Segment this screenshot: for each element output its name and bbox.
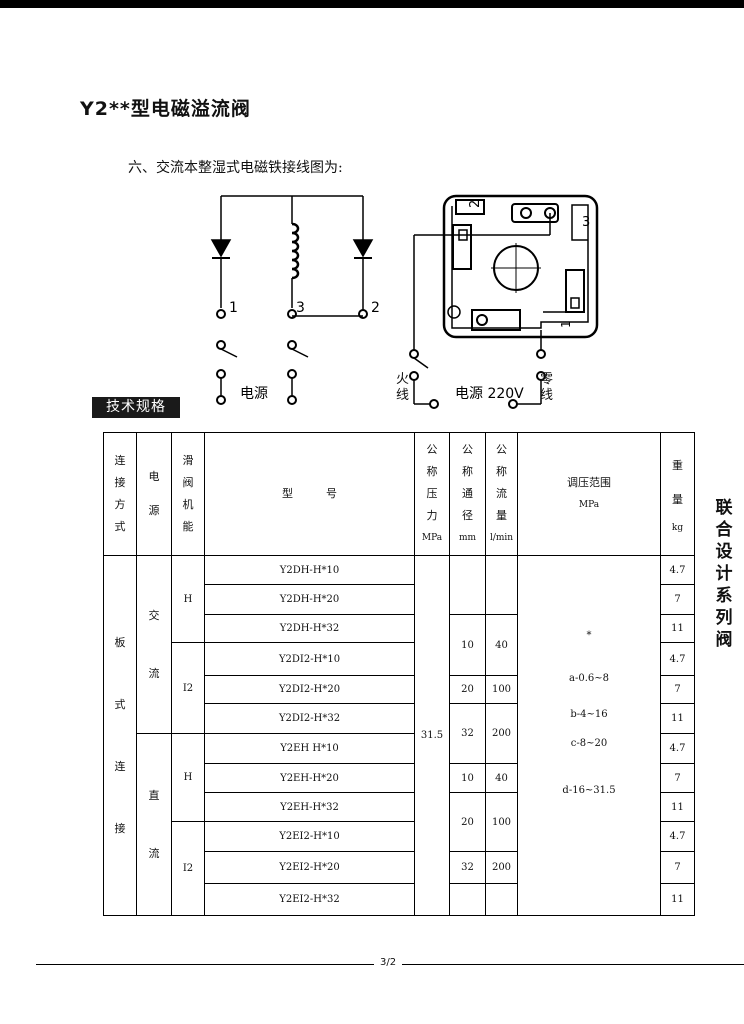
cell-func-h-2: H — [171, 733, 205, 822]
cell-connection: 板式连接 — [103, 555, 137, 916]
footer-line-left — [36, 964, 374, 965]
page-number: 3/2 — [380, 957, 397, 968]
cell-func-i2-1: I2 — [171, 642, 205, 734]
coil-icon — [291, 222, 300, 280]
cell-diameter-empty — [449, 555, 486, 615]
left-circuit — [210, 195, 374, 405]
cell-flow-empty — [485, 555, 518, 615]
cell-diameter-5: 20 — [449, 792, 486, 852]
diode-left-icon — [210, 239, 232, 258]
cell-weight-12: 11 — [660, 883, 695, 916]
cell-diameter-4: 10 — [449, 763, 486, 793]
live-wire-text: 火线 — [396, 372, 410, 403]
section-subtitle: 六、交流本整湿式电磁铁接线图为: — [128, 160, 343, 176]
cell-flow-4: 40 — [485, 763, 518, 793]
range-c: c-8~20 — [570, 738, 608, 749]
terminal-2-icon — [358, 309, 368, 319]
cell-weight-3: 11 — [660, 614, 695, 643]
top-border — [0, 0, 744, 8]
live-wire-label: 火线 — [396, 372, 410, 404]
neutral-wire-text: 零线 — [540, 372, 554, 403]
cell-weight-8: 7 — [660, 763, 695, 793]
switch-left-icon — [220, 348, 238, 358]
switch-right-icon — [291, 348, 309, 358]
cell-power-dc: 直流 — [136, 733, 172, 916]
cell-weight-6: 11 — [660, 703, 695, 734]
terminal-3-icon — [287, 309, 297, 319]
range-a: a-0.6~8 — [569, 673, 609, 684]
power-label: 电源 — [240, 386, 268, 402]
cell-diameter-1: 10 — [449, 614, 486, 676]
cell-flow-empty-2 — [485, 883, 518, 916]
header-model: 型 号 — [204, 432, 415, 556]
block-num-1: 1 — [559, 320, 573, 328]
cell-model-3: Y2DH-H*32 — [204, 614, 415, 643]
terminal-1-label: 1 — [229, 300, 238, 316]
range-b: b-4~16 — [570, 709, 608, 720]
cell-model-12: Y2EI2-H*32 — [204, 883, 415, 916]
page-title: Y2**型电磁溢流阀 — [80, 98, 251, 120]
cell-pressure: 31.5 — [414, 555, 450, 916]
cell-model-9: Y2EH-H*32 — [204, 792, 415, 822]
cell-weight-11: 7 — [660, 851, 695, 884]
cell-weight-7: 4.7 — [660, 733, 695, 764]
terminal-1-icon — [216, 309, 226, 319]
cell-model-7: Y2EH H*10 — [204, 733, 415, 764]
range-star: * — [586, 630, 592, 641]
voltage-label: 电源 220V — [455, 386, 524, 402]
terminal-live-icon — [409, 349, 419, 359]
cell-weight-10: 4.7 — [660, 821, 695, 852]
footer-line-right — [402, 964, 744, 965]
cell-diameter-3: 32 — [449, 703, 486, 764]
cell-model-11: Y2EI2-H*20 — [204, 851, 415, 884]
terminal-neutral-icon — [536, 349, 546, 359]
side-caption: 联合设计系列阀 — [715, 498, 733, 650]
terminal-3-label: 3 — [296, 300, 305, 316]
cell-model-2: Y2DH-H*20 — [204, 584, 415, 615]
block-num-2: 2 — [468, 200, 483, 208]
cell-model-5: Y2DI2-H*20 — [204, 675, 415, 704]
diode-right-icon — [352, 239, 374, 258]
cell-flow-2: 100 — [485, 675, 518, 704]
wiring-diagram: 1 3 2 电源 2 3 1 电源 220V — [210, 194, 599, 409]
cell-flow-6: 200 — [485, 851, 518, 884]
terminal-2-label: 2 — [371, 300, 380, 316]
range-d: d-16~31.5 — [562, 785, 616, 796]
cell-model-8: Y2EH-H*20 — [204, 763, 415, 793]
cell-diameter-6: 32 — [449, 851, 486, 884]
cell-weight-4: 4.7 — [660, 642, 695, 676]
cell-weight-1: 4.7 — [660, 555, 695, 585]
switch-live-icon — [413, 357, 429, 369]
header-power: 电源 — [136, 432, 172, 556]
cell-func-h-1: H — [171, 555, 205, 643]
block-num-3: 3 — [582, 215, 590, 230]
ground-icon — [447, 305, 461, 319]
cell-weight-5: 7 — [660, 675, 695, 704]
cell-power-ac: 交流 — [136, 555, 172, 734]
cell-model-10: Y2EI2-H*10 — [204, 821, 415, 852]
neutral-wire-label: 零线 — [540, 372, 554, 404]
cell-weight-2: 7 — [660, 584, 695, 615]
header-connection: 连接方式 — [103, 432, 137, 556]
cell-weight-9: 11 — [660, 792, 695, 822]
cell-model-4: Y2DI2-H*10 — [204, 642, 415, 676]
header-function: 滑阀机能 — [171, 432, 205, 556]
cell-flow-3: 200 — [485, 703, 518, 764]
terminal-block — [409, 194, 599, 409]
cell-diameter-2: 20 — [449, 675, 486, 704]
cell-flow-1: 40 — [485, 614, 518, 676]
cell-flow-5: 100 — [485, 792, 518, 852]
cell-func-i2-2: I2 — [171, 821, 205, 916]
cell-range: * a-0.6~8 b-4~16 c-8~20 d-16~31.5 — [517, 555, 661, 916]
cell-diameter-empty-2 — [449, 883, 486, 916]
cell-model-1: Y2DH-H*10 — [204, 555, 415, 585]
cell-model-6: Y2DI2-H*32 — [204, 703, 415, 734]
spec-section-label: 技术规格 — [92, 397, 180, 418]
